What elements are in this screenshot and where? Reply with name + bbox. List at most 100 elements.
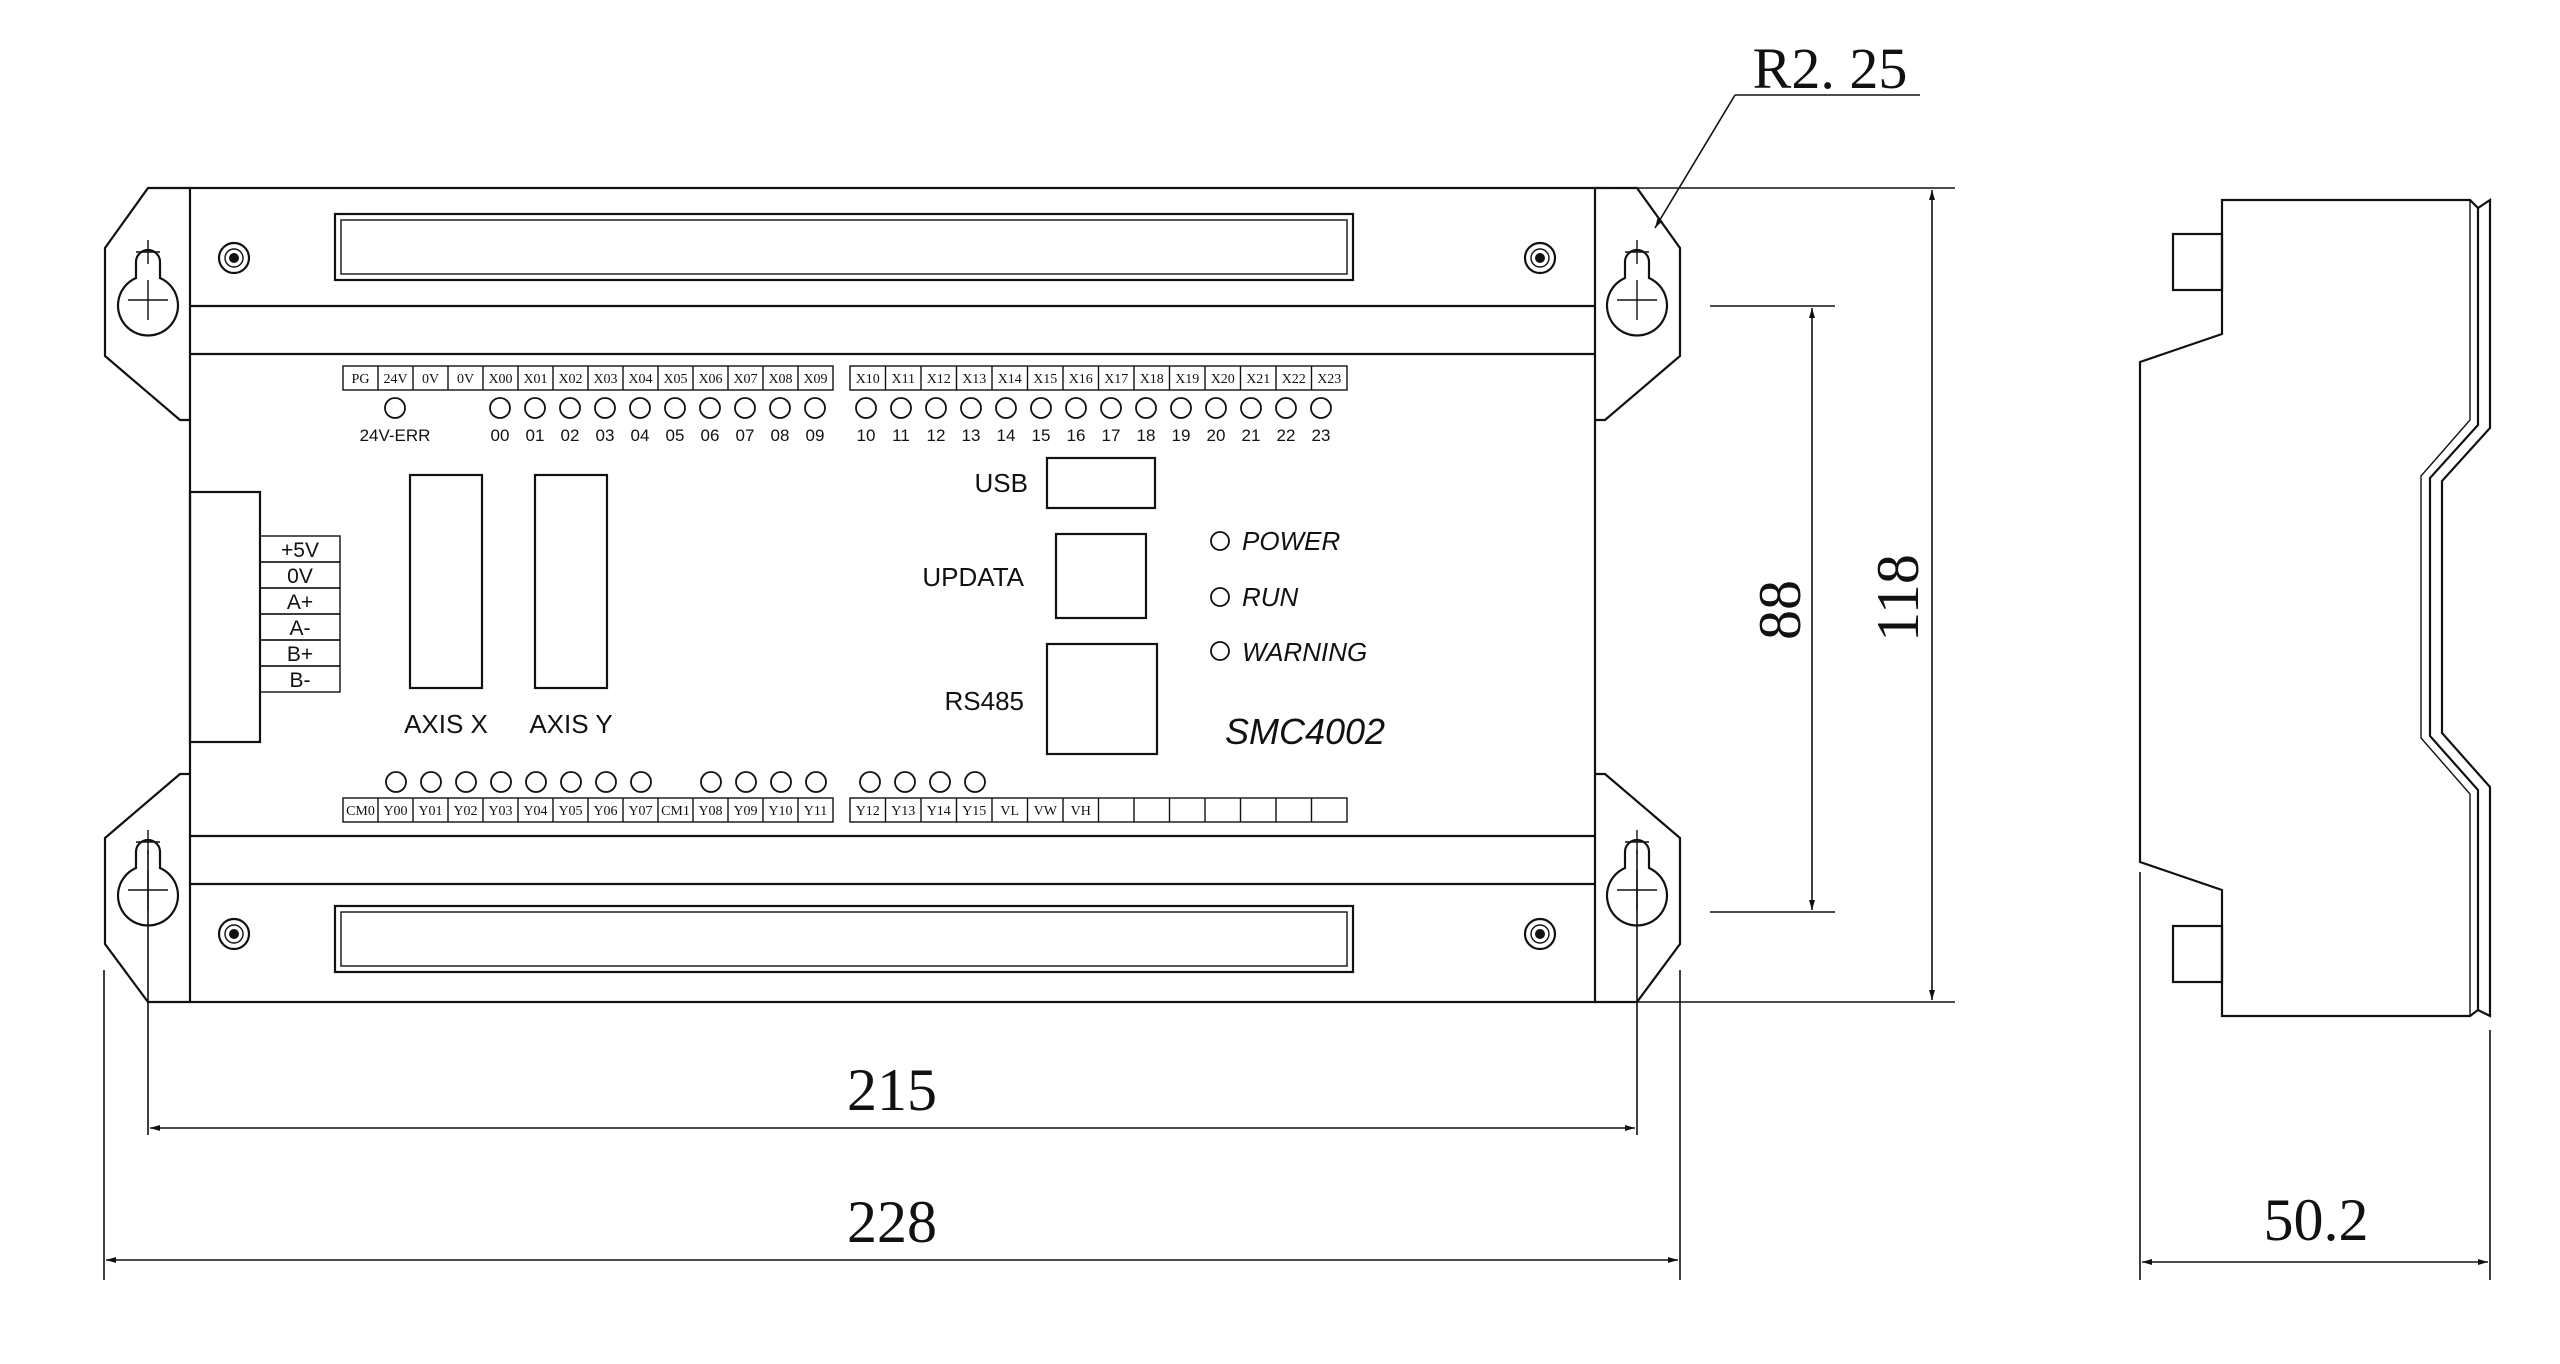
output-led (805, 771, 827, 793)
top-terminal-label: X01 (523, 372, 547, 387)
encoder-terminal-label: 0V (287, 565, 313, 588)
dim-hole-pitch-height: 88 (1747, 580, 1813, 640)
top-terminal-label: X20 (1211, 372, 1235, 387)
power-led-label: POWER (1242, 526, 1340, 556)
input-led (524, 397, 546, 419)
input-led (960, 397, 982, 419)
input-led (995, 397, 1017, 419)
axis-x-module (408, 473, 484, 690)
rs485-label: RS485 (945, 686, 1025, 716)
top-terminal-label: X17 (1104, 372, 1128, 387)
output-led (700, 771, 722, 793)
output-led (525, 771, 547, 793)
top-terminal-label: X00 (488, 372, 512, 387)
screw (217, 241, 251, 275)
bottom-terminal-label: CM0 (346, 804, 375, 819)
encoder-terminal-label: +5V (281, 539, 319, 562)
input-led-label: 08 (771, 426, 790, 445)
top-terminal-label: PG (352, 372, 370, 387)
top-terminal-label: X09 (803, 372, 827, 387)
top-terminal-label: X07 (733, 372, 757, 387)
top-terminal-label: X18 (1140, 372, 1164, 387)
output-led (595, 771, 617, 793)
input-led-label: 14 (997, 426, 1016, 445)
corner-screws (217, 241, 1557, 951)
screw (217, 917, 251, 951)
bottom-terminal-label: Y00 (383, 804, 407, 819)
output-led (455, 771, 477, 793)
update-label: UPDATA (922, 562, 1024, 592)
mount-tab-top-left (103, 186, 190, 422)
warning-led-label: WARNING (1242, 637, 1367, 667)
top-terminal-label: X22 (1282, 372, 1306, 387)
input-led-label: 11 (892, 426, 910, 445)
input-led-label: 04 (631, 426, 650, 445)
top-terminal-label: X21 (1246, 372, 1270, 387)
usb-label: USB (975, 468, 1028, 498)
top-terminal-label: X02 (558, 372, 582, 387)
input-led-label: 24V-ERR (360, 426, 431, 445)
top-terminal-label: 0V (457, 372, 474, 387)
mount-tab-bottom-left (103, 772, 190, 1004)
input-led-label: 23 (1312, 426, 1331, 445)
encoder-terminal-label: B+ (287, 643, 313, 666)
input-led (1205, 397, 1227, 419)
input-led (1275, 397, 1297, 419)
side-top-connector (2171, 232, 2224, 292)
bottom-terminal-label: VW (1034, 804, 1058, 819)
dim-overall-height: 118 (1865, 554, 1931, 642)
output-led (929, 771, 951, 793)
bottom-terminal-label: Y01 (418, 804, 442, 819)
run-led (1210, 587, 1230, 607)
output-led (490, 771, 512, 793)
bottom-terminal-label: Y12 (856, 804, 880, 819)
bottom-slot (333, 904, 1355, 974)
warning-led (1210, 641, 1230, 661)
top-terminal-label: X16 (1069, 372, 1093, 387)
dim-corner-radius: R2. 25 (1753, 36, 1908, 101)
output-led (420, 771, 442, 793)
output-led (560, 771, 582, 793)
input-led (1030, 397, 1052, 419)
keyhole-slot (1605, 240, 1669, 337)
top-terminal-label: X04 (628, 372, 652, 387)
bottom-terminal-label: Y04 (523, 804, 547, 819)
bottom-terminal-label: Y13 (891, 804, 915, 819)
usb-port (1045, 456, 1157, 510)
front-dimensions: 215 228 88 118 R2. 25 (103, 36, 1955, 1280)
output-led (964, 771, 986, 793)
input-led-label: 22 (1277, 426, 1296, 445)
bottom-terminal-label: Y05 (558, 804, 582, 819)
encoder-terminal-label: B- (290, 669, 311, 692)
input-led (890, 397, 912, 419)
bottom-terminal-label: CM1 (661, 804, 690, 819)
output-led (385, 771, 407, 793)
input-led-label: 15 (1032, 426, 1051, 445)
input-led-label: 21 (1242, 426, 1261, 445)
input-led-label: 06 (701, 426, 720, 445)
model-label: SMC4002 (1225, 711, 1385, 752)
top-terminal-label: X08 (768, 372, 792, 387)
top-terminal-label: X11 (891, 372, 915, 387)
input-led-label: 10 (857, 426, 876, 445)
input-led (734, 397, 756, 419)
output-led (735, 771, 757, 793)
input-led-label: 07 (736, 426, 755, 445)
input-led (664, 397, 686, 419)
input-led (1100, 397, 1122, 419)
input-led-label: 05 (666, 426, 685, 445)
input-led (489, 397, 511, 419)
run-led-label: RUN (1242, 582, 1299, 612)
input-led-label: 16 (1067, 426, 1086, 445)
input-led (769, 397, 791, 419)
input-led (925, 397, 947, 419)
bottom-terminal-label: VL (1000, 804, 1019, 819)
bottom-terminal-label: Y09 (733, 804, 757, 819)
axis-y-label: AXIS Y (529, 709, 612, 739)
input-led (594, 397, 616, 419)
bottom-terminal-label: Y10 (768, 804, 792, 819)
input-led-label: 12 (927, 426, 946, 445)
output-led (894, 771, 916, 793)
